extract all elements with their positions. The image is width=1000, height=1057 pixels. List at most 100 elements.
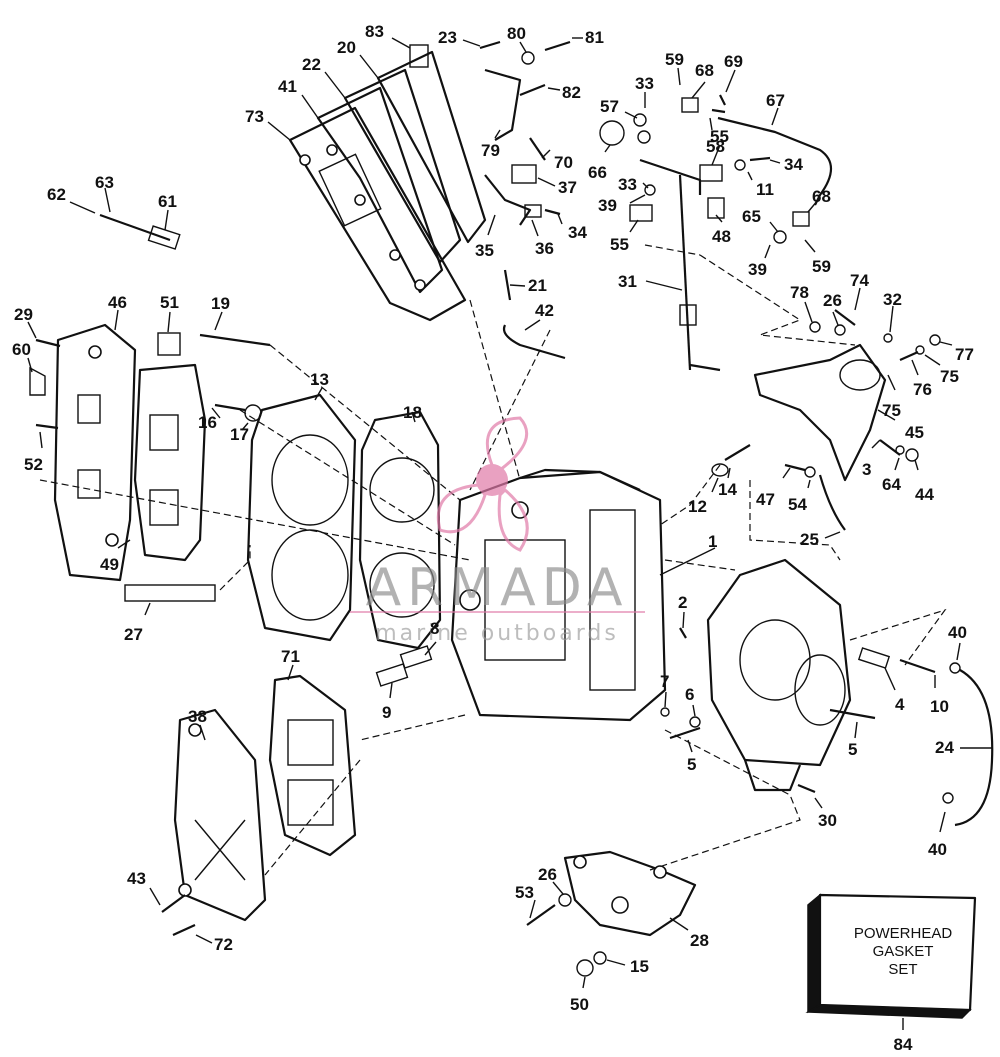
callout-50: 50: [570, 995, 589, 1014]
callout-59b: 59: [812, 257, 831, 276]
callout-32: 32: [883, 290, 902, 309]
callout-39b: 39: [748, 260, 767, 279]
callout-73: 73: [245, 107, 264, 126]
callout-4: 4: [895, 695, 905, 714]
sensor-body-61: [147, 225, 181, 250]
washer-64: [895, 445, 905, 455]
combustion-chamber: [271, 434, 349, 526]
callout-28: 28: [690, 931, 709, 950]
callout-55b: 55: [610, 235, 629, 254]
screw-34b: [749, 156, 771, 162]
bolt-74: [834, 309, 856, 326]
bracket-79: [484, 68, 522, 141]
callout-84: 84: [894, 1035, 913, 1054]
crankcase-neck: [743, 759, 802, 792]
pin-2: [679, 627, 687, 639]
callout-67: 67: [766, 91, 785, 110]
cover-rib: [194, 819, 246, 881]
bolt-hole: [354, 194, 366, 206]
gasket-set-label-line1: POWERHEAD: [854, 925, 953, 942]
block-body: [450, 470, 667, 722]
crankcase-bore: [739, 619, 811, 701]
callout-71: 71: [281, 647, 300, 666]
dowel-9: [375, 663, 409, 687]
clip-55: [699, 164, 723, 182]
ball-7: [660, 707, 670, 717]
head-gasket-49: [133, 363, 207, 562]
callouts: 1 2 3 4 5 5 6 7 8 9 10 11 12 13 14 15 16…: [12, 22, 992, 1014]
gasket-bore: [369, 552, 435, 618]
linkage-and-hoses: [502, 116, 994, 827]
callout-10: 10: [930, 697, 949, 716]
block-port: [459, 589, 481, 611]
bracket-body: [753, 343, 887, 482]
pin-4: [857, 647, 891, 669]
callout-34: 34: [568, 223, 587, 242]
callout-60: 60: [12, 340, 31, 359]
washer-26b: [834, 324, 846, 336]
exhaust-gasket-73: [288, 106, 467, 322]
clip-36: [524, 204, 542, 218]
mount-bracket-28: [563, 850, 697, 937]
callout-82: 82: [562, 83, 581, 102]
callout-7: 7: [660, 672, 669, 691]
washer-11: [734, 159, 746, 171]
callout-36: 36: [535, 239, 554, 258]
washer-65: [773, 230, 787, 244]
callout-38: 38: [188, 707, 207, 726]
callout-5: 5: [848, 740, 857, 759]
fitting-16: [214, 403, 246, 412]
bolt-52: [35, 423, 59, 430]
callout-79: 79: [481, 141, 500, 160]
bolt-47: [784, 463, 806, 472]
linkage-rod-31: [678, 174, 692, 371]
nut-78: [809, 321, 821, 333]
washer-26: [558, 893, 572, 907]
callout-78: 78: [790, 283, 809, 302]
nut-50: [576, 959, 594, 977]
callout-47: 47: [756, 490, 775, 509]
callout-58: 58: [706, 137, 725, 156]
callout-45: 45: [905, 423, 924, 442]
fitting-83: [409, 44, 429, 68]
propeller-blade-icon: [497, 487, 529, 552]
sensor-probe-63: [99, 213, 171, 242]
propeller-hub-icon: [476, 464, 508, 496]
callout-5b: 5: [687, 755, 696, 774]
screw-34: [544, 208, 561, 216]
bolt-72: [172, 923, 196, 937]
bolt-23: [479, 40, 501, 50]
callout-25: 25: [800, 530, 819, 549]
callout-26b: 26: [538, 865, 557, 884]
callout-39: 39: [598, 196, 617, 215]
clip-68: [681, 97, 699, 113]
bolt-19: [199, 333, 271, 347]
callout-29: 29: [14, 305, 33, 324]
callout-80: 80: [507, 24, 526, 43]
callout-23: 23: [438, 28, 457, 47]
callout-34b: 34: [784, 155, 803, 174]
bracket-boss: [839, 359, 881, 391]
callout-59: 59: [665, 50, 684, 69]
callout-18: 18: [403, 403, 422, 422]
plug-12: [711, 463, 729, 477]
callout-3: 3: [862, 460, 871, 479]
callout-49: 49: [100, 555, 119, 574]
spark-plug-27: [124, 584, 216, 602]
callout-31: 31: [618, 272, 637, 291]
hardware: [29, 40, 961, 977]
screw-58: [711, 108, 726, 114]
bolt-hole: [414, 279, 426, 291]
assembly-lines: [39, 244, 947, 876]
intake-cover-assembly: [173, 674, 357, 922]
callout-8: 8: [430, 619, 439, 638]
bolt-10: [899, 658, 936, 674]
hose-67: [717, 116, 833, 206]
combustion-chamber: [271, 529, 349, 621]
gasket-opening: [287, 779, 334, 826]
spring-66: [599, 120, 625, 146]
wire-25: [818, 474, 846, 531]
bolt-hole: [573, 855, 587, 869]
gasket-set-label-line2: GASKET: [873, 943, 934, 960]
